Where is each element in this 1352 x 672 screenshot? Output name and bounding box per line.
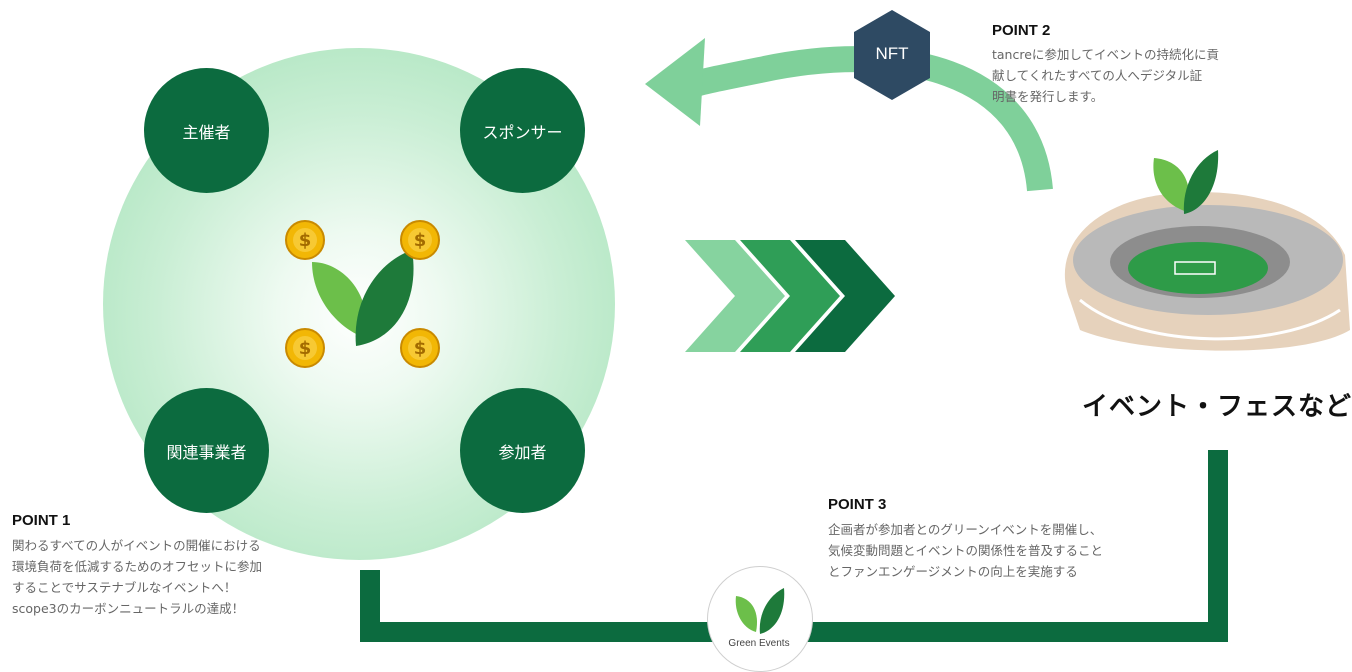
point-3-title: POINT 3 bbox=[828, 496, 887, 513]
node-participant: 参加者 bbox=[460, 388, 585, 513]
point-1-line-3: することでサステナブルなイベントへ！ bbox=[12, 580, 237, 595]
node-participant-label: 参加者 bbox=[498, 442, 547, 462]
nft-badge-label: NFT bbox=[875, 44, 909, 63]
coin-icons bbox=[285, 220, 440, 368]
point-3: POINT 3 企画者が参加者とのグリーンイベントを開催し、 気候変動問題とイベ… bbox=[828, 496, 1188, 582]
chevron-3 bbox=[795, 240, 895, 352]
point-2-line-3: 明書を発行します。 bbox=[992, 89, 1104, 104]
point-2-title: POINT 2 bbox=[992, 22, 1051, 39]
point-1-title: POINT 1 bbox=[12, 512, 71, 529]
stadium-icon bbox=[1064, 192, 1350, 351]
svg-text:$: $ bbox=[414, 338, 427, 359]
chevron-2 bbox=[740, 240, 840, 352]
point-1-line-1: 関わるすべての人がイベントの開催における bbox=[12, 538, 261, 553]
point-1-line-4: scope3のカーボンニュートラルの達成！ bbox=[12, 601, 245, 616]
center-leaf-icon bbox=[312, 250, 414, 346]
green-events-leaf-icon bbox=[735, 588, 785, 634]
point-2-text: tancreに参加してイベントの持続化に貢 献してくれたすべての人へデジタル証 … bbox=[992, 44, 1292, 107]
nft-hexagon bbox=[854, 10, 930, 100]
point-3-line-3: とファンエンゲージメントの向上を実施する bbox=[828, 564, 1078, 579]
point-2-line-1: tancreに参加してイベントの持続化に貢 bbox=[992, 47, 1220, 62]
green-events-badge bbox=[707, 566, 813, 672]
point-2: POINT 2 tancreに参加してイベントの持続化に貢 献してくれたすべての… bbox=[992, 22, 1292, 107]
point-3-text: 企画者が参加者とのグリーンイベントを開催し、 気候変動問題とイベントの関係性を普… bbox=[828, 519, 1188, 582]
svg-text:$: $ bbox=[299, 230, 312, 251]
node-related-business-label: 関連事業者 bbox=[166, 442, 247, 462]
stadium-leaf-icon bbox=[1153, 150, 1219, 214]
point-3-line-2: 気候変動問題とイベントの関係性を普及すること bbox=[828, 543, 1104, 558]
node-sponsor: スポンサー bbox=[460, 68, 585, 193]
node-organizer-label: 主催者 bbox=[182, 122, 231, 142]
node-organizer: 主催者 bbox=[144, 68, 269, 193]
svg-text:$: $ bbox=[299, 338, 312, 359]
point-1-text: 関わるすべての人がイベントの開催における 環境負荷を低減するためのオフセットに参… bbox=[12, 535, 352, 619]
point-3-line-1: 企画者が参加者とのグリーンイベントを開催し、 bbox=[828, 522, 1103, 537]
point-2-line-2: 献してくれたすべての人へデジタル証 bbox=[992, 68, 1203, 83]
point-1-line-2: 環境負荷を低減するためのオフセットに参加 bbox=[12, 559, 263, 574]
green-events-label: Green Events bbox=[728, 638, 790, 649]
node-sponsor-label: スポンサー bbox=[482, 122, 563, 142]
point-1: POINT 1 関わるすべての人がイベントの開催における 環境負荷を低減するため… bbox=[12, 512, 352, 619]
event-label: イベント・フェスなど bbox=[1082, 392, 1352, 422]
svg-text:$: $ bbox=[414, 230, 427, 251]
nft-curved-arrow bbox=[683, 46, 1053, 192]
chevron-1 bbox=[685, 240, 785, 352]
nft-curved-arrowhead bbox=[645, 38, 705, 126]
node-related-business: 関連事業者 bbox=[144, 388, 269, 513]
